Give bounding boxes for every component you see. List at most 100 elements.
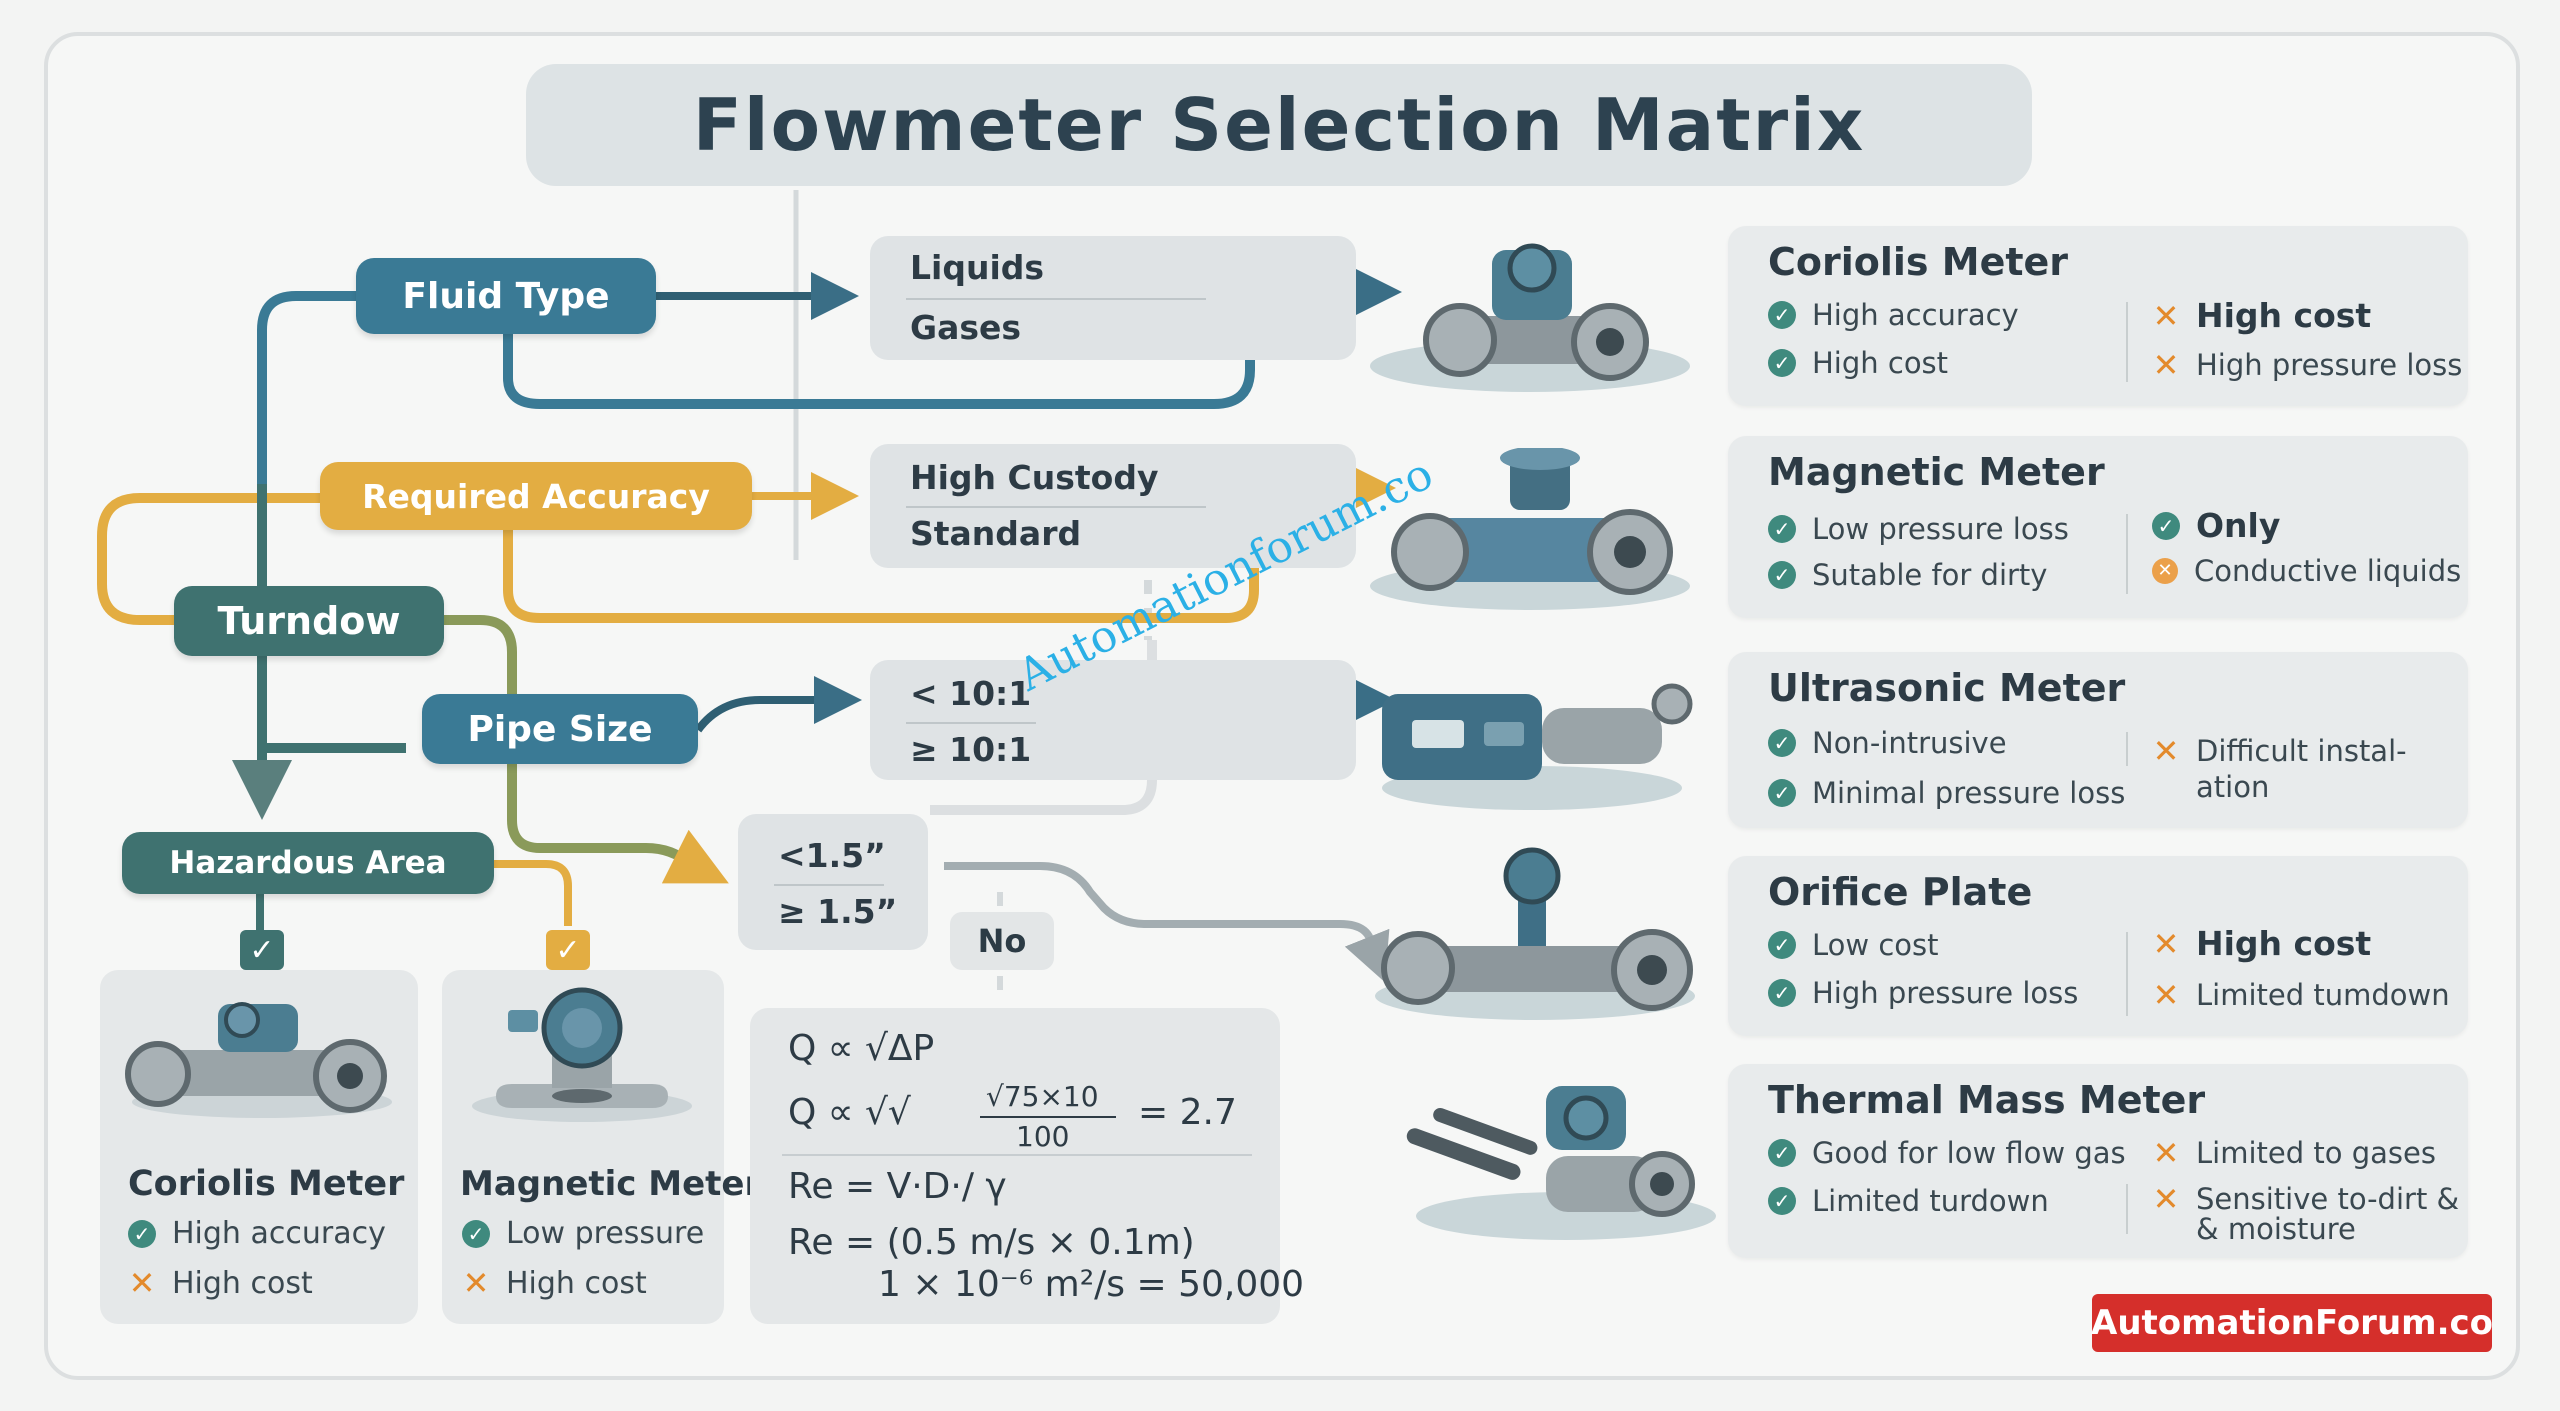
formula-reynolds: Re = V·D·/ γ <box>788 1166 1007 1207</box>
bottom-card-coriolis[interactable]: Coriolis Meter ✓High accuracy ✕High cost <box>100 970 418 1324</box>
option-high-custody[interactable]: High Custody <box>910 458 1159 497</box>
options-turndown: < 10:1 ≥ 10:1 <box>870 660 1356 780</box>
formula-reynolds-result: 1 × 10⁻⁶ m²/s = 50,000 <box>878 1264 1305 1305</box>
card-divider <box>2126 1184 2128 1234</box>
con-item: ✕High cost <box>2152 296 2372 335</box>
hazardous-coriolis-check-icon: ✓ <box>240 930 284 970</box>
card-title: Ultrasonic Meter <box>1768 666 2126 710</box>
cross-icon: ✕ <box>2152 296 2180 335</box>
orifice-plate-icon <box>1375 847 1695 1020</box>
criteria-pipe-size[interactable]: Pipe Size <box>422 694 698 764</box>
option-liquids[interactable]: Liquids <box>910 248 1045 287</box>
pro-text: Non-intrusive <box>1812 726 2007 760</box>
pro-text: Sutable for dirty <box>1812 558 2048 592</box>
con-item: ✕High cost <box>128 1264 313 1302</box>
formula-panel: Q ∝ √ΔP Q ∝ √√ √75×10 100 = 2.7 Re = V·D… <box>750 1008 1304 1324</box>
con-item: ✕ High cost <box>462 1264 647 1302</box>
check-icon: ✓ <box>1768 931 1796 959</box>
pro-text: Good for low flow gas <box>1812 1136 2126 1170</box>
cross-icon: ✕ <box>2152 1134 2180 1172</box>
check-icon: ✓ <box>1768 779 1796 807</box>
criteria-turndown-label: Turndow <box>217 599 401 643</box>
check-icon: ✓ <box>1768 301 1796 329</box>
pipe-to-orifice-arrow <box>944 862 1390 983</box>
option-standard[interactable]: Standard <box>910 514 1082 553</box>
criteria-hazardous-area-label: Hazardous Area <box>169 845 447 881</box>
con-text: Difficult instal- <box>2196 734 2407 768</box>
check-icon: ✓ <box>2152 511 2180 540</box>
formula-separator <box>782 1154 1252 1156</box>
con-text: & moisture <box>2196 1212 2356 1246</box>
option-separator <box>906 506 1206 508</box>
hazardous-magnetic-check-icon: ✓ <box>546 930 590 970</box>
no-label: No <box>950 912 1054 970</box>
card-magnetic[interactable]: Magnetic Meter ✓Low pressure loss ✓Sutab… <box>1728 436 2468 618</box>
pro-item: ✓Sutable for dirty <box>1768 558 2047 592</box>
check-icon: ✓ <box>1768 1187 1796 1215</box>
option-pipe-small[interactable]: <1.5” <box>778 836 886 875</box>
pro-item: ✓Low pressure <box>462 1216 704 1251</box>
criteria-fluid-type[interactable]: Fluid Type <box>356 258 656 334</box>
pro-item: ✓ Non-intrusive <box>1768 726 2007 760</box>
con-item: ✕High cost <box>2152 924 2372 963</box>
criteria-fluid-type-label: Fluid Type <box>402 275 610 317</box>
formula-result: = 2.7 <box>1138 1092 1237 1133</box>
card-orifice[interactable]: Orifice Plate ✓Low cost ✓High pressure l… <box>1728 856 2468 1036</box>
card-divider <box>2126 514 2128 594</box>
cross-icon: ✕ <box>462 1264 490 1302</box>
con-text: Limited to gases <box>2196 1136 2436 1170</box>
pro-text: High accuracy <box>1812 298 2019 332</box>
accuracy-loop <box>97 493 320 625</box>
hazardous-right-link <box>494 860 572 926</box>
pro-text: High cost <box>1812 346 1949 380</box>
con-item: ation <box>2196 770 2269 804</box>
con-text: Only <box>2196 506 2281 545</box>
con-text: High cost <box>506 1265 647 1301</box>
check-icon: ✓ <box>1768 515 1796 543</box>
formula-numerator: √75×10 <box>986 1080 1099 1113</box>
card-ultrasonic[interactable]: Ultrasonic Meter ✓ Non-intrusive ✓Minimal… <box>1728 652 2468 828</box>
bottom-card-magnetic[interactable]: Magnetic Meter ✓Low pressure ✕High cost <box>442 970 761 1324</box>
magnetic-meter-icon <box>1370 448 1690 610</box>
con-item: ✕Sensitive to-dirt & <box>2152 1180 2460 1218</box>
cross-icon: ✕ <box>2152 732 2180 770</box>
option-turndown-high[interactable]: ≥ 10:1 <box>910 730 1032 769</box>
criteria-required-accuracy-label: Required Accuracy <box>362 476 710 516</box>
pro-text: High pressure loss <box>1812 976 2079 1010</box>
fraction-bar <box>980 1116 1116 1118</box>
con-text: ation <box>2196 770 2270 804</box>
option-gases[interactable]: Gases <box>910 308 1022 347</box>
option-separator <box>774 884 884 886</box>
criteria-required-accuracy[interactable]: Required Accuracy <box>320 462 752 530</box>
formula-flow-sqrt: Q ∝ √ΔP <box>788 1028 935 1069</box>
option-pipe-large[interactable]: ≥ 1.5” <box>778 892 898 931</box>
option-turndown-low[interactable]: < 10:1 <box>910 674 1032 713</box>
con-item: ✕ Limited to gases <box>2152 1134 2436 1172</box>
card-coriolis[interactable]: Coriolis Meter ✓ High accuracy ✓High cost… <box>1728 226 2468 406</box>
tick-glyph: ✓ <box>555 932 581 968</box>
con-item: ✕Limited tumdown <box>2152 976 2450 1014</box>
con-item: ✓ Only <box>2152 506 2280 545</box>
card-divider <box>2126 732 2128 766</box>
con-text: Conductive liquids <box>2194 554 2462 588</box>
tick-glyph: ✓ <box>249 932 275 968</box>
title-panel: Flowmeter Selection Matrix <box>526 64 2032 186</box>
card-title: Coriolis Meter <box>1768 240 2069 284</box>
criteria-hazardous-area[interactable]: Hazardous Area <box>122 832 494 894</box>
brand-badge[interactable]: AutomationForum.co <box>2091 1294 2493 1352</box>
cross-circle-icon: ✕ <box>2152 558 2178 584</box>
pro-item: ✓High cost <box>1768 346 1948 380</box>
criteria-turndown[interactable]: Turndow <box>174 586 444 656</box>
card-thermal-mass[interactable]: Thermal Mass Meter ✓Good for low flow ga… <box>1728 1064 2468 1258</box>
check-icon: ✓ <box>128 1219 156 1248</box>
con-text: Sensitive to-dirt & <box>2196 1182 2460 1216</box>
con-item: ✕ Difficult instal- <box>2152 732 2407 770</box>
pro-item: ✓Minimal pressure loss <box>1768 776 2125 810</box>
check-icon: ✓ <box>462 1219 490 1248</box>
card-title: Magnetic Meter <box>1768 450 2105 494</box>
thermal-mass-meter-icon <box>1406 1086 1716 1240</box>
pro-item: ✓Good for low flow gas <box>1768 1136 2126 1170</box>
check-icon: ✓ <box>1768 729 1796 757</box>
magnetic-meter-icon <box>472 987 692 1122</box>
pro-text: Low pressure loss <box>1812 512 2069 546</box>
